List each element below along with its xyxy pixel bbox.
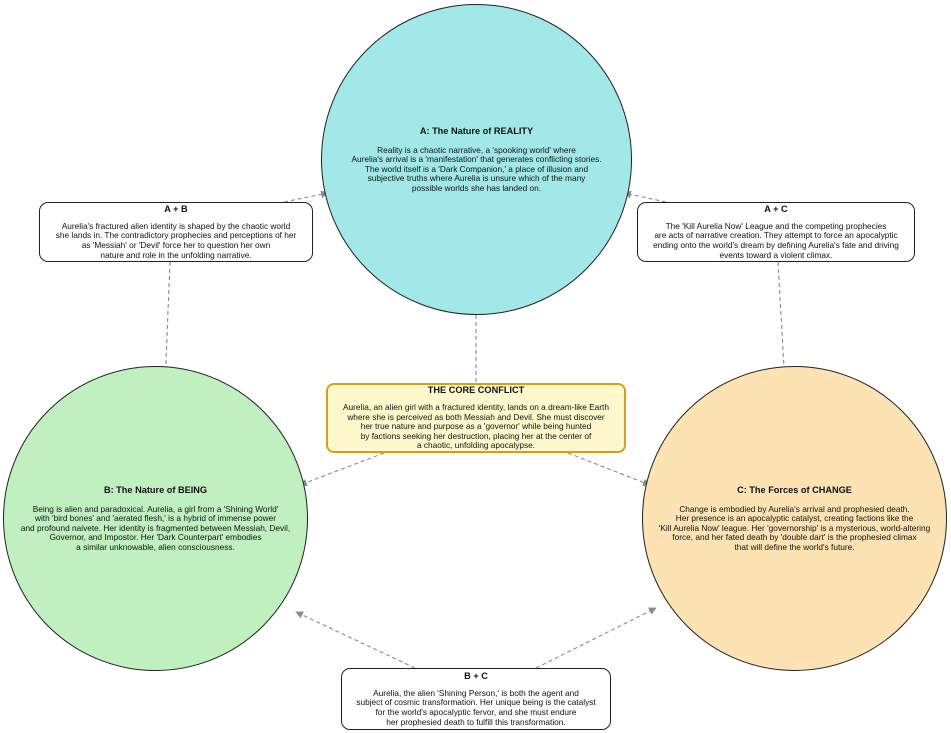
- core-conflict-title: THE CORE CONFLICT: [427, 385, 525, 396]
- edge-bc-to-c: [535, 607, 657, 669]
- core-conflict-node[interactable]: THE CORE CONFLICT Aurelia, an alien girl…: [326, 383, 626, 453]
- reality-description: Reality is a chaotic narrative, a 'spook…: [351, 144, 602, 193]
- a-plus-c-node[interactable]: A + C The 'Kill Aurelia Now' League and …: [637, 202, 915, 262]
- a-plus-b-title: A + B: [164, 203, 188, 214]
- core-conflict-description: Aurelia, an alien girl with a fractured …: [343, 402, 609, 451]
- edge-core-to-b: [299, 452, 385, 487]
- edge-ac-to-a: [623, 190, 667, 203]
- being-node[interactable]: B: The Nature of BEING Being is alien an…: [3, 366, 308, 671]
- change-description: Change is embodied by Aurelia's arrival …: [658, 503, 931, 552]
- reality-node[interactable]: A: The Nature of REALITY Reality is a ch…: [321, 4, 632, 315]
- a-plus-c-title: A + C: [764, 203, 788, 214]
- b-plus-c-node[interactable]: B + C Aurelia, the alien 'Shining Person…: [341, 668, 611, 730]
- b-plus-c-title: B + C: [464, 670, 488, 681]
- a-plus-b-node[interactable]: A + B Aurelia's fractured alien identity…: [39, 202, 313, 262]
- edge-bc-to-b: [295, 611, 416, 669]
- edge-ab-to-a: [283, 190, 329, 203]
- change-title: C: The Forces of CHANGE: [737, 484, 852, 495]
- b-plus-c-description: Aurelia, the alien 'Shining Person,' is …: [356, 687, 596, 727]
- being-description: Being is alien and paradoxical. Aurelia,…: [20, 503, 291, 552]
- change-node[interactable]: C: The Forces of CHANGE Change is embodi…: [642, 366, 947, 671]
- reality-title: A: The Nature of REALITY: [419, 125, 534, 136]
- edge-core-to-c: [567, 452, 651, 487]
- a-plus-b-description: Aurelia's fractured alien identity is sh…: [55, 220, 297, 260]
- a-plus-c-description: The 'Kill Aurelia Now' League and the co…: [653, 220, 899, 260]
- being-title: B: The Nature of BEING: [103, 484, 208, 495]
